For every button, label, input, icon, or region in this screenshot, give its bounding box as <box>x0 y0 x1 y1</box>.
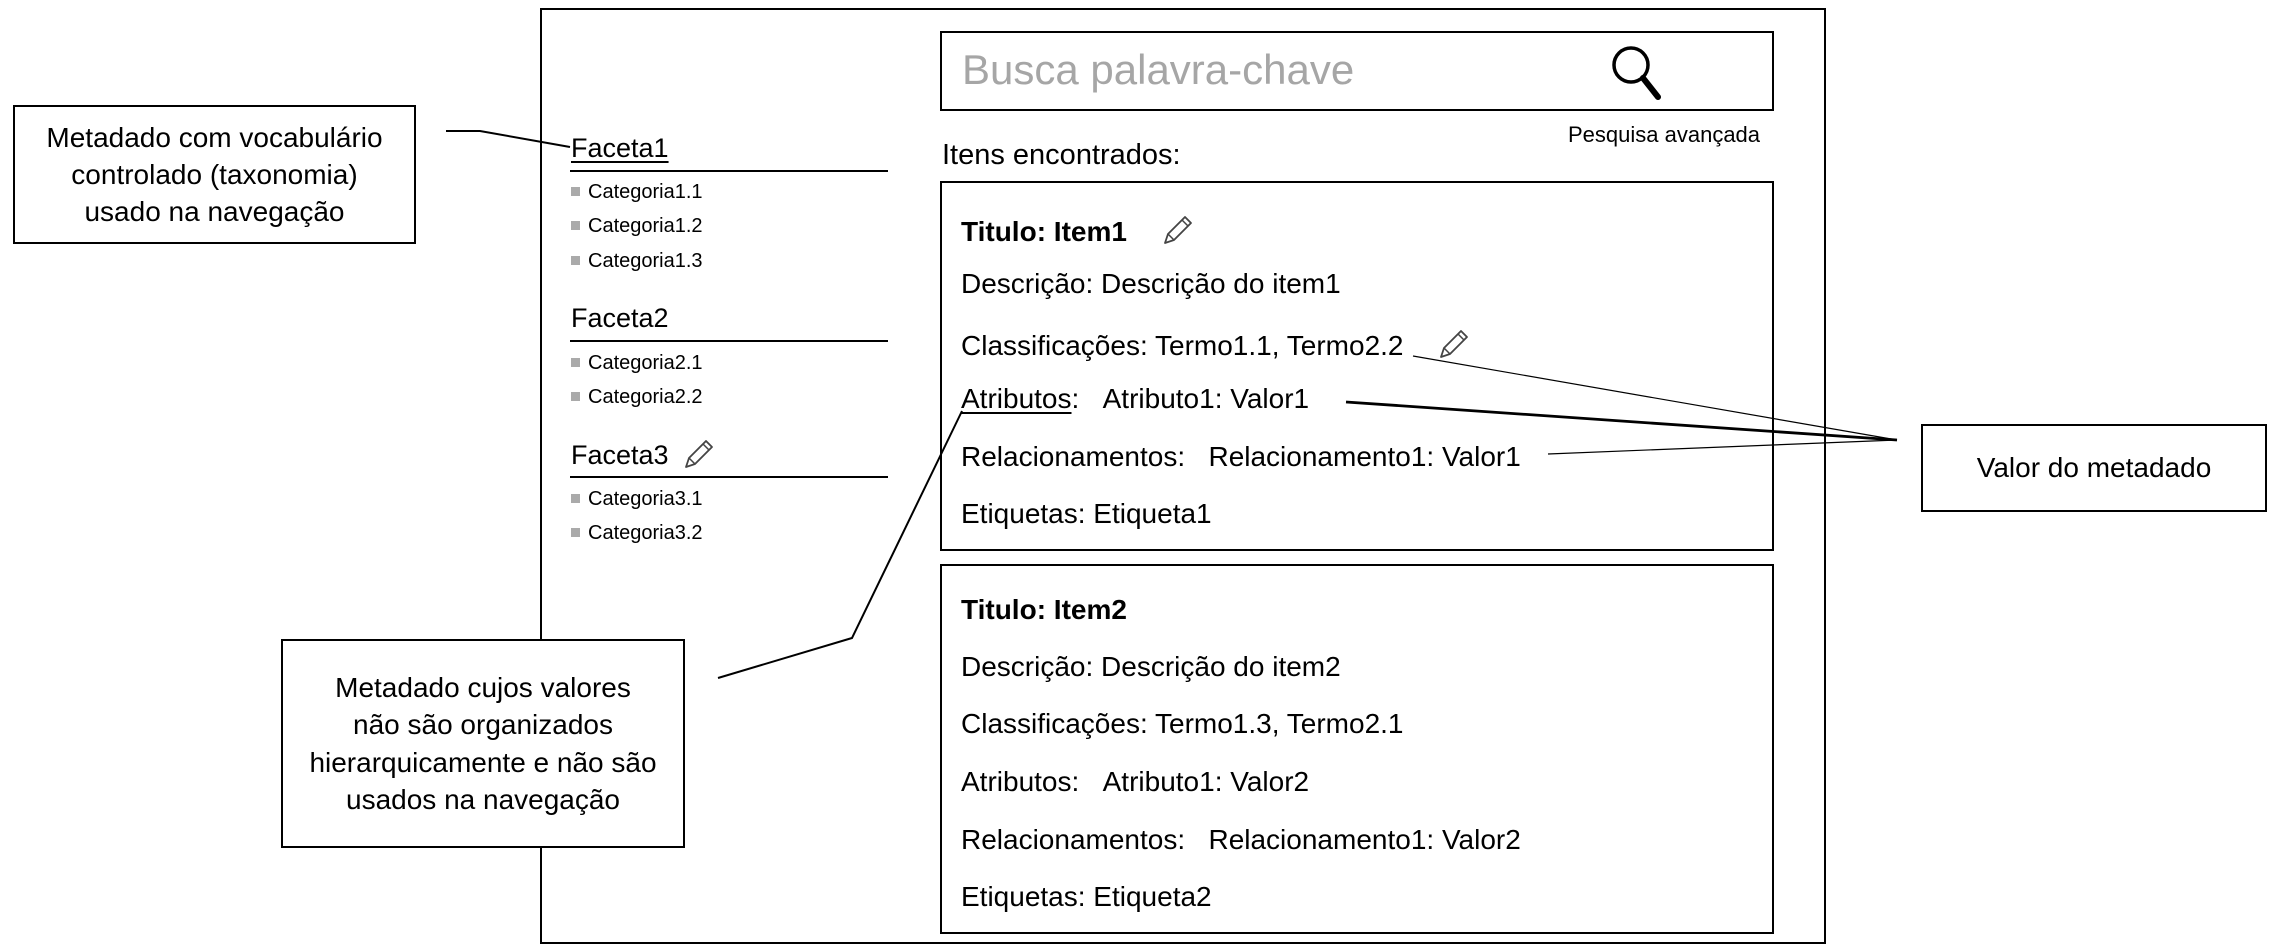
facet-divider <box>570 340 888 342</box>
facet-category-item[interactable]: Categoria1.1 <box>571 182 703 202</box>
result-card[interactable]: Titulo: Item2 Descrição: Descrição do it… <box>940 564 1774 934</box>
callout-vocabulario: Metadado com vocabulário controlado (tax… <box>13 105 416 244</box>
item-attributes-row: Atributos: Atributo1: Valor2 <box>961 768 1309 796</box>
item-classifications-row: Classificações: Termo1.1, Termo2.2 <box>961 327 1471 361</box>
wireframe-frame <box>540 8 1826 944</box>
item-title[interactable]: Titulo: Item1 <box>961 216 1127 247</box>
relationships-value[interactable]: Relacionamento1: Valor2 <box>1208 824 1521 855</box>
item-tags: Etiquetas: Etiqueta2 <box>961 881 1212 912</box>
facet-divider <box>570 170 888 172</box>
attributes-value[interactable]: Atributo1: Valor2 <box>1102 766 1310 797</box>
facet-category-item[interactable]: Categoria3.2 <box>571 523 703 543</box>
classifications-value[interactable]: Termo1.3, Termo2.1 <box>1155 708 1404 739</box>
relationships-value[interactable]: Relacionamento1: Valor1 <box>1208 441 1521 472</box>
facet-title-2[interactable]: Faceta2 <box>571 303 669 333</box>
classifications-label: Classificações: <box>961 330 1148 361</box>
callout-line: usados na navegação <box>346 783 620 815</box>
item-description: Descrição: Descrição do item2 <box>961 651 1341 682</box>
callout-line: Metadado com vocabulário <box>46 121 383 153</box>
item-description: Descrição: Descrição do item1 <box>961 268 1341 299</box>
item-tags: Etiquetas: Etiqueta1 <box>961 498 1212 529</box>
item-relationships-row: Relacionamentos: Relacionamento1: Valor1 <box>961 443 1521 471</box>
search-box[interactable]: Busca palavra-chave <box>940 31 1774 111</box>
callout-line: controlado (taxonomia) <box>71 158 358 190</box>
item-title-row: Titulo: Item1 <box>961 213 1195 247</box>
relationships-label: Relacionamentos: <box>961 441 1186 472</box>
edit-pencil-icon[interactable] <box>1437 327 1471 361</box>
item-title[interactable]: Titulo: Item2 <box>961 594 1127 625</box>
callout-line: Valor do metadado <box>1976 452 2212 484</box>
callout-valor: Valor do metadado <box>1921 424 2267 512</box>
facet-divider <box>570 476 888 478</box>
attributes-label: Atributos <box>961 383 1072 414</box>
facet-title-3[interactable]: Faceta3 <box>571 440 669 470</box>
facet-category-item[interactable]: Categoria1.3 <box>571 251 703 271</box>
callout-line: hierarquicamente e não são <box>309 746 657 778</box>
results-label: Itens encontrados: <box>942 139 1181 171</box>
facet-category-item[interactable]: Categoria2.1 <box>571 353 703 373</box>
classifications-label: Classificações: <box>961 708 1148 739</box>
callout-line: não são organizados <box>353 709 613 741</box>
facet-category-item[interactable]: Categoria1.2 <box>571 216 703 236</box>
edit-pencil-icon[interactable] <box>682 437 716 471</box>
advanced-search-link[interactable]: Pesquisa avançada <box>1568 122 1761 147</box>
callout-nao-hierarquico: Metadado cujos valores não são organizad… <box>281 639 685 848</box>
relationships-label: Relacionamentos: <box>961 824 1186 855</box>
attributes-value[interactable]: Atributo1: Valor1 <box>1102 383 1310 414</box>
edit-pencil-icon[interactable] <box>1161 213 1195 247</box>
classifications-value[interactable]: Termo1.1, Termo2.2 <box>1155 330 1404 361</box>
item-relationships-row: Relacionamentos: Relacionamento1: Valor2 <box>961 826 1521 854</box>
facet-category-item[interactable]: Categoria3.1 <box>571 489 703 509</box>
item-classifications-row: Classificações: Termo1.3, Termo2.1 <box>961 710 1404 738</box>
callout-line: usado na navegação <box>84 196 345 228</box>
item-attributes-row: Atributos: Atributo1: Valor1 <box>961 383 1310 414</box>
search-icon[interactable] <box>1607 41 1667 105</box>
attributes-label: Atributos: <box>961 766 1080 797</box>
callout-line: Metadado cujos valores <box>335 672 631 704</box>
facet-title-1[interactable]: Faceta1 <box>571 133 669 163</box>
result-card[interactable]: Titulo: Item1 Descrição: Descrição do it… <box>940 181 1774 551</box>
search-input[interactable]: Busca palavra-chave <box>962 46 1355 93</box>
facet-category-item[interactable]: Categoria2.2 <box>571 387 703 407</box>
